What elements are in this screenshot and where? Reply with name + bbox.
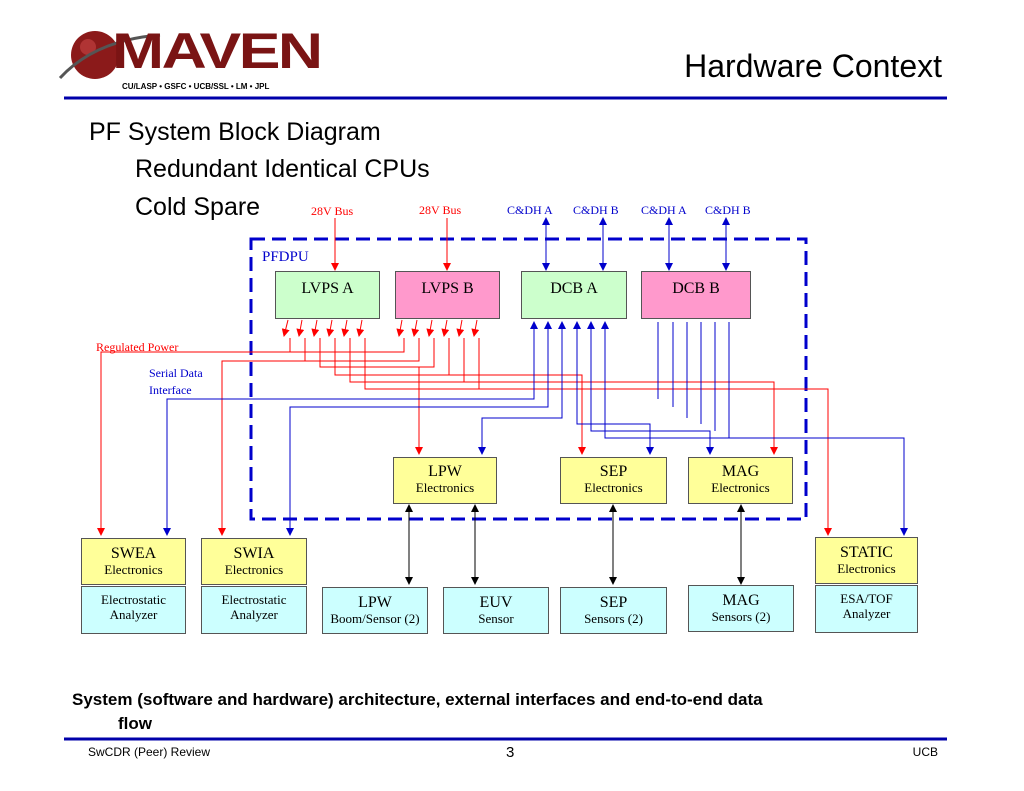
mag-sensor-sub: Sensors (2) (711, 609, 771, 625)
logo-subtext: CU/LASP • GSFC • UCB/SSL • LM • JPL (122, 82, 270, 91)
static-analyzer-line-1: ESA/TOF (840, 591, 893, 606)
sep-sensor-name: SEP (599, 594, 628, 611)
input-28v-bus-a: 28V Bus (311, 204, 354, 218)
input-cdh-4: C&DH B (705, 203, 751, 217)
lvps-a-label: LVPS A (301, 280, 354, 297)
lvps-b-label: LVPS B (421, 280, 474, 297)
lpw-sensor-name: LPW (358, 594, 392, 611)
static-electronics-name: STATIC (840, 544, 893, 561)
input-cdh-3: C&DH A (641, 203, 687, 217)
sep-sensor-box: SEP Sensors (2) (560, 587, 667, 634)
dcb-a-box: DCB A (521, 271, 627, 319)
footer-left: SwCDR (Peer) Review (88, 745, 211, 759)
mag-electronics-sub: Electronics (711, 480, 770, 496)
euv-sensor-sub: Sensor (478, 611, 514, 627)
mag-sensor-box: MAG Sensors (2) (688, 585, 794, 632)
swea-analyzer-line-2: Analyzer (109, 606, 158, 622)
input-28v-bus-b: 28V Bus (419, 203, 462, 217)
swea-analyzer-box: Electrostatic Analyzer (81, 586, 186, 634)
bullet-sub-1: Redundant Identical CPUs (135, 155, 430, 183)
mag-electronics-box: MAG Electronics (688, 457, 793, 504)
static-electronics-sub: Electronics (837, 561, 896, 577)
lvps-b-box: LVPS B (395, 271, 500, 319)
swea-analyzer-line-1: Electrostatic (101, 592, 166, 607)
legend-regulated-power: Regulated Power (96, 340, 179, 354)
swia-electronics-box: SWIA Electronics (201, 538, 307, 585)
legend-serial-line-2: Interface (149, 383, 192, 397)
lvps-a-box: LVPS A (275, 271, 380, 319)
dcb-b-box: DCB B (641, 271, 751, 319)
swea-electronics-box: SWEA Electronics (81, 538, 186, 585)
lpw-sensor-box: LPW Boom/Sensor (2) (322, 587, 428, 634)
sep-electronics-sub: Electronics (584, 480, 643, 496)
footer-page-number: 3 (506, 744, 515, 761)
legend-serial-line-1: Serial Data (149, 366, 203, 380)
dcb-b-label: DCB B (672, 280, 720, 297)
input-cdh-1: C&DH A (507, 203, 553, 217)
lpw-electronics-sub: Electronics (415, 480, 475, 496)
swea-electronics-sub: Electronics (104, 562, 163, 578)
dcb-a-label: DCB A (550, 280, 598, 297)
page-title: Hardware Context (684, 48, 942, 84)
sep-electronics-box: SEP Electronics (560, 457, 667, 504)
swia-electronics-sub: Electronics (224, 562, 284, 578)
input-cdh-2: C&DH B (573, 203, 619, 217)
lpw-electronics-box: LPW Electronics (393, 457, 497, 504)
swia-analyzer-line-2: Analyzer (230, 606, 278, 622)
caption-line-1: System (software and hardware) architect… (72, 690, 763, 709)
caption-line-2: flow (118, 714, 152, 733)
pfdpu-label: PFDPU (262, 249, 309, 265)
logo-text: MAVEN (112, 23, 323, 79)
mag-sensor-name: MAG (722, 592, 760, 609)
swea-electronics-name: SWEA (110, 545, 157, 562)
footer-right: UCB (912, 745, 938, 759)
swia-electronics-name: SWIA (233, 545, 275, 562)
lpw-electronics-name: LPW (428, 463, 462, 480)
mag-electronics-name: MAG (721, 463, 760, 480)
swia-analyzer-box: Electrostatic Analyzer (201, 586, 307, 634)
sep-sensor-sub: Sensors (2) (584, 611, 643, 627)
sep-electronics-name: SEP (599, 463, 628, 480)
euv-sensor-name: EUV (479, 594, 513, 611)
static-analyzer-box: ESA/TOF Analyzer (815, 585, 918, 633)
swia-analyzer-line-1: Electrostatic (221, 592, 287, 607)
static-electronics-box: STATIC Electronics (815, 537, 918, 584)
bullet-sub-2: Cold Spare (135, 193, 261, 221)
lpw-sensor-sub: Boom/Sensor (2) (330, 611, 420, 627)
bullet-main: PF System Block Diagram (89, 118, 381, 146)
static-analyzer-line-2: Analyzer (842, 605, 891, 621)
euv-sensor-box: EUV Sensor (443, 587, 549, 634)
